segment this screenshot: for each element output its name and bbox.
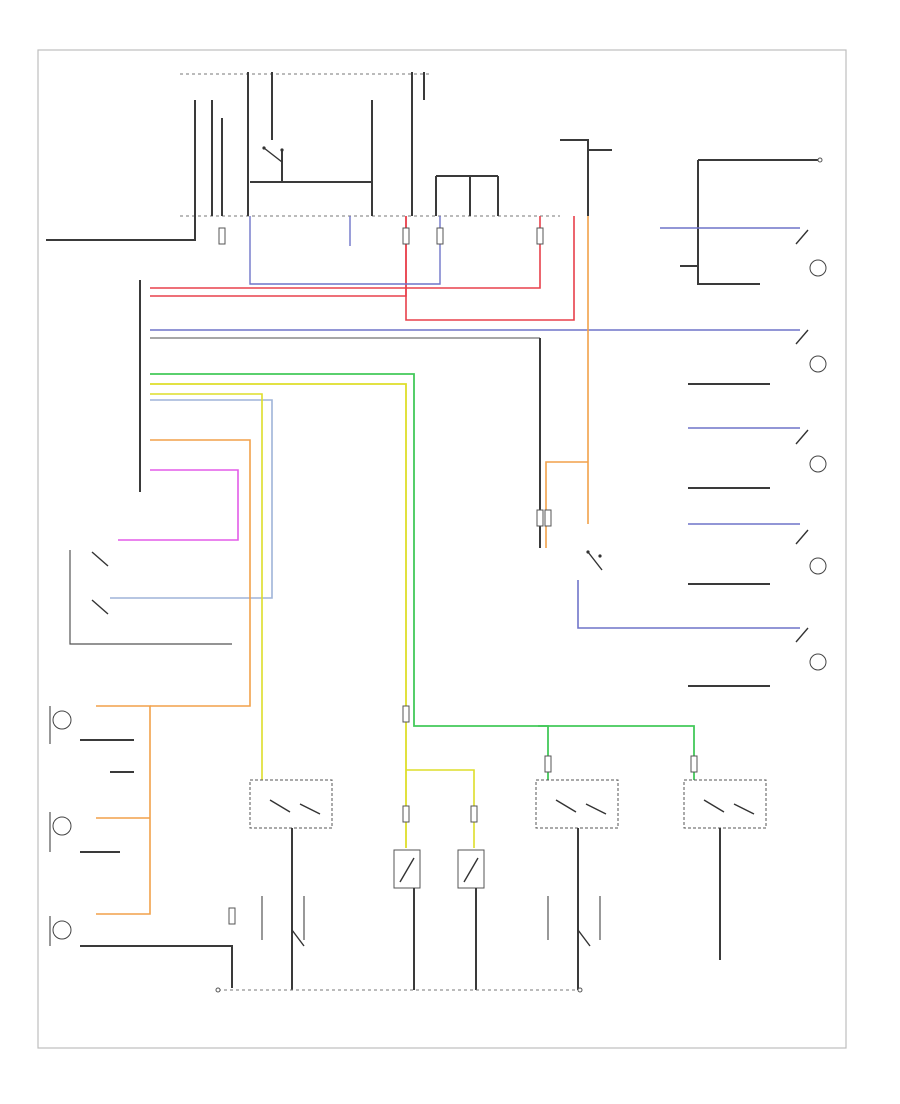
right-lamp-column xyxy=(680,229,827,687)
orange-wires xyxy=(96,216,589,915)
right-top-module xyxy=(697,157,823,285)
green-wires xyxy=(150,373,695,780)
left-components xyxy=(49,550,233,988)
hazard-switch-top xyxy=(262,146,284,163)
lamp-icon xyxy=(809,259,827,671)
relay-boxes xyxy=(249,779,767,829)
bottom-ground-circuits xyxy=(215,828,721,993)
blue-wires xyxy=(110,216,800,629)
top-black-wires xyxy=(46,72,612,241)
diagram-frame xyxy=(37,49,847,1049)
red-wires xyxy=(150,216,575,321)
inline-connectors xyxy=(218,227,698,925)
magenta-wire xyxy=(118,469,239,541)
stop-lamp-switches xyxy=(393,849,485,990)
flasher-switch xyxy=(586,550,603,571)
yellow-wires xyxy=(150,383,475,848)
